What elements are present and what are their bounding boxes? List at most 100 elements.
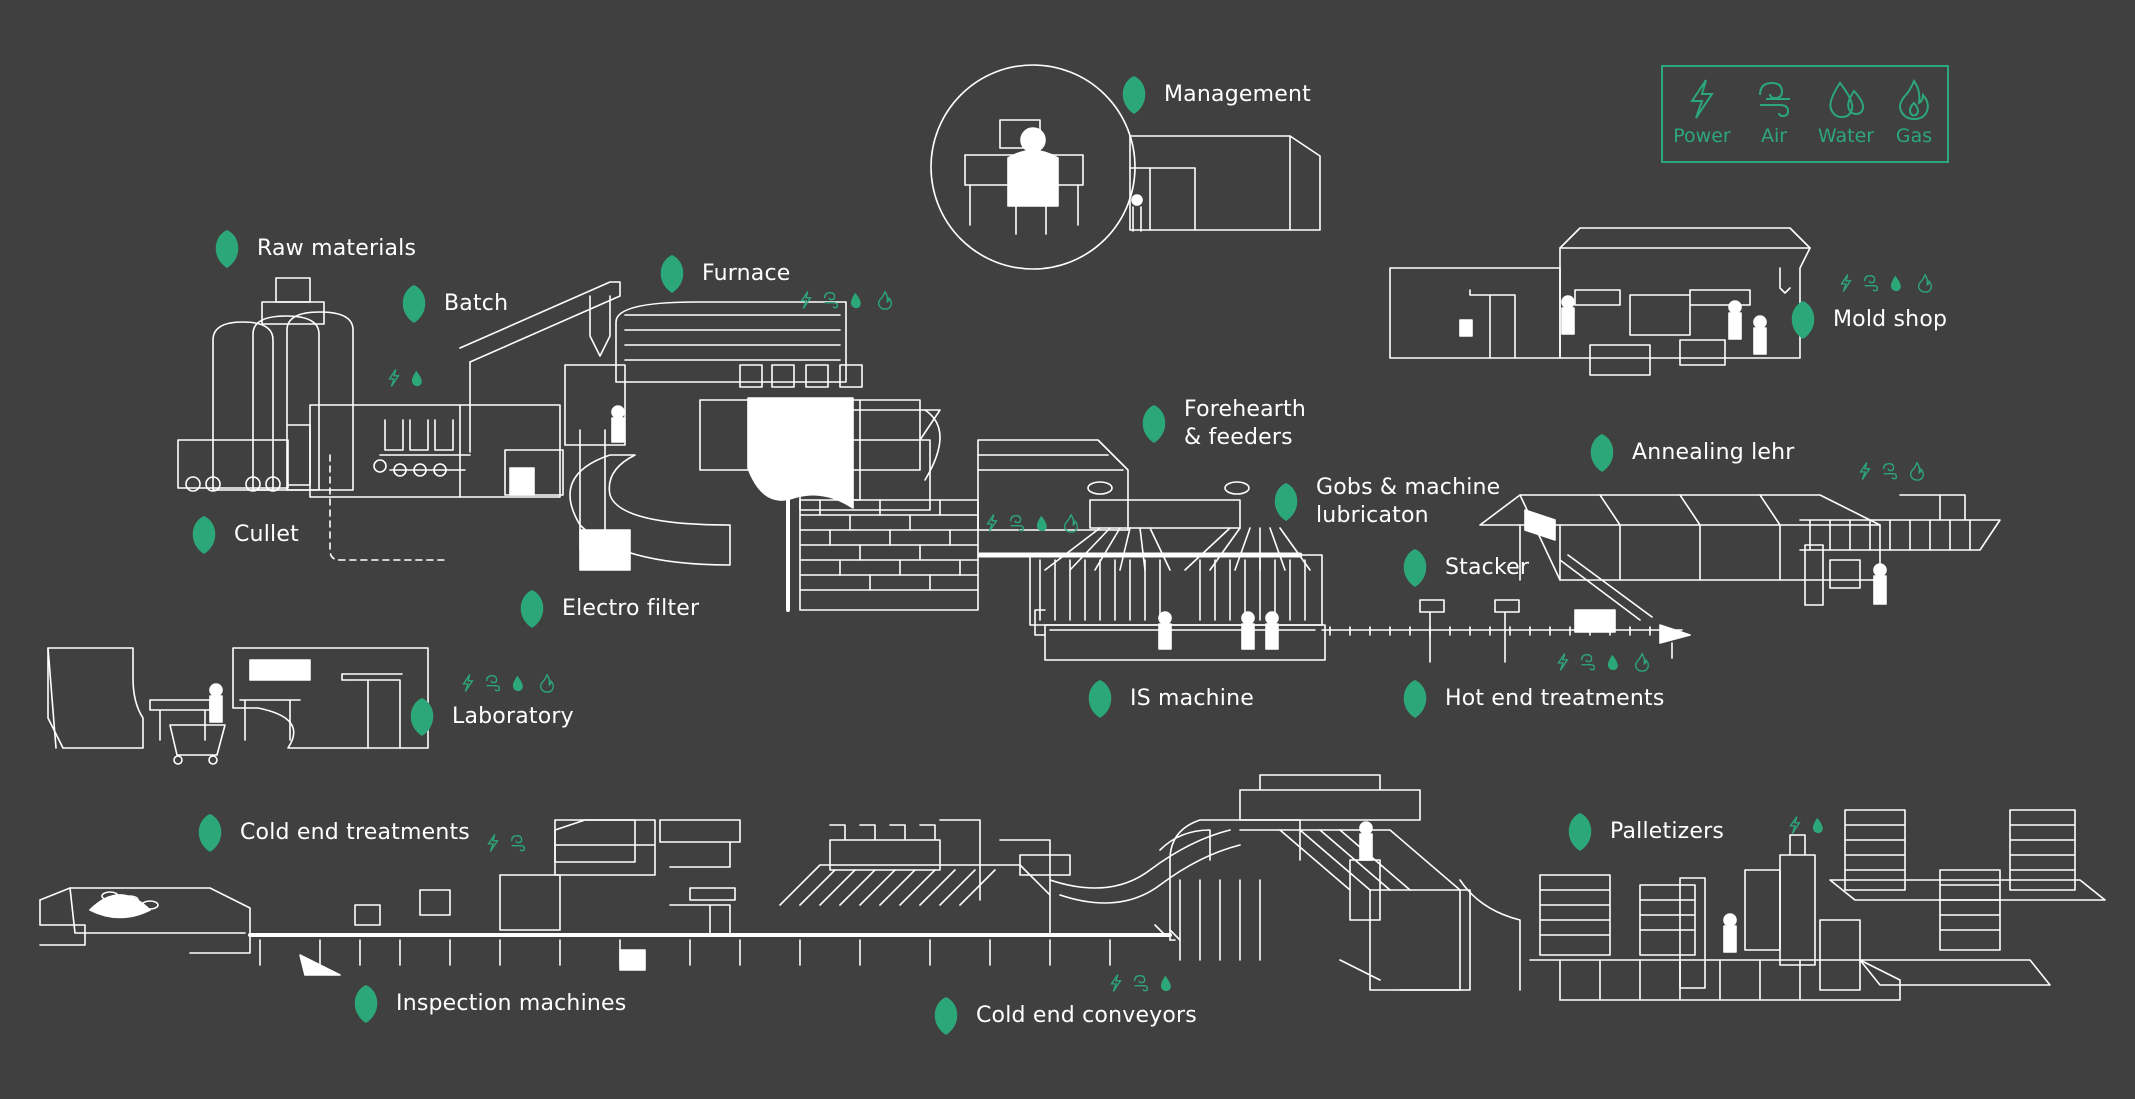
water-icon	[1036, 515, 1047, 532]
power-icon	[1789, 816, 1801, 834]
leaf-icon	[520, 590, 544, 628]
water-icon	[850, 292, 861, 309]
water-icon	[1829, 81, 1865, 119]
legend-water: Water	[1810, 77, 1882, 147]
legend-air-label: Air	[1760, 125, 1788, 147]
utility-icons-laboratory	[460, 672, 557, 694]
power-icon	[487, 834, 499, 852]
leaf-icon	[402, 285, 426, 323]
water-icon	[512, 675, 523, 692]
gas-icon	[539, 673, 554, 693]
management-office	[930, 64, 1321, 270]
leaf-icon	[192, 516, 216, 554]
utility-icons-annealing	[1857, 460, 1927, 482]
label-mold-shop: Mold shop	[1787, 299, 1947, 341]
power-icon	[1110, 974, 1122, 992]
utility-icons-palletizers	[1787, 814, 1830, 836]
utility-icons-hot-end	[1555, 651, 1652, 673]
label-furnace: Furnace	[656, 253, 791, 295]
water-icon	[1812, 817, 1823, 834]
water-icon	[411, 370, 422, 387]
air-icon	[1009, 515, 1025, 532]
palletizers	[1529, 809, 2106, 1001]
air-icon	[485, 675, 501, 692]
mold-shop	[1389, 227, 1811, 376]
leaf-icon	[354, 985, 378, 1023]
batch-conveyor	[459, 281, 621, 453]
label-management: Management	[1118, 74, 1311, 116]
utility-icons-cold-end-conveyors	[1108, 972, 1178, 994]
power-icon	[388, 369, 400, 387]
gas-icon	[1899, 78, 1929, 121]
label-is-machine: IS machine	[1084, 678, 1254, 720]
leaf-icon	[215, 230, 239, 268]
utilities-legend: Power Air Water Gas	[1661, 65, 1949, 163]
air-icon	[1759, 81, 1790, 118]
leaf-icon	[1403, 549, 1427, 587]
label-cold-end-conveyors: Cold end conveyors	[930, 995, 1197, 1037]
leaf-icon	[1274, 483, 1298, 521]
power-icon	[1859, 462, 1871, 480]
utility-icons-cold-end-treatments	[485, 832, 528, 854]
power-icon	[800, 291, 812, 309]
utility-icons-batch	[386, 367, 429, 389]
utility-icons-mold-shop	[1838, 272, 1935, 294]
power-icon	[1557, 653, 1569, 671]
forehearth-is-machine	[977, 481, 1691, 663]
label-gobs-lubrication: Gobs & machine lubricaton	[1270, 474, 1500, 530]
leaf-icon	[1590, 434, 1614, 472]
leaf-icon	[1403, 680, 1427, 718]
power-icon	[986, 514, 998, 532]
utility-icons-furnace	[798, 289, 895, 311]
leaf-icon	[1142, 405, 1166, 443]
utility-icons-forehearth	[984, 512, 1081, 534]
gas-icon	[1909, 461, 1924, 481]
legend-gas: Gas	[1878, 77, 1950, 147]
air-icon	[510, 835, 526, 852]
label-batch: Batch	[398, 283, 508, 325]
label-laboratory: Laboratory	[406, 696, 574, 738]
raw-materials-silos	[177, 277, 564, 561]
gas-icon	[877, 290, 892, 310]
label-forehearth-feeders: Forehearth & feeders	[1138, 396, 1306, 452]
gas-icon	[1634, 652, 1649, 672]
leaf-icon	[410, 698, 434, 736]
cold-end-line	[39, 774, 1521, 991]
water-icon	[1160, 975, 1171, 992]
power-icon	[462, 674, 474, 692]
water-icon	[1607, 654, 1618, 671]
leaf-icon	[1088, 680, 1112, 718]
leaf-icon	[198, 814, 222, 852]
legend-gas-label: Gas	[1895, 125, 1933, 147]
laboratory	[47, 647, 429, 765]
air-icon	[1863, 275, 1879, 292]
air-icon	[1882, 463, 1898, 480]
label-stacker: Stacker	[1399, 547, 1529, 589]
legend-water-label: Water	[1817, 125, 1875, 147]
water-icon	[1890, 275, 1901, 292]
legend-power-label: Power	[1673, 125, 1731, 147]
label-cullet: Cullet	[188, 514, 299, 556]
legend-power: Power	[1666, 77, 1738, 147]
label-inspection-machines: Inspection machines	[350, 983, 626, 1025]
leaf-icon	[934, 997, 958, 1035]
label-hot-end-treatments: Hot end treatments	[1399, 678, 1665, 720]
air-icon	[1580, 654, 1596, 671]
leaf-icon	[1568, 813, 1592, 851]
leaf-icon	[1791, 301, 1815, 339]
legend-air: Air	[1738, 77, 1810, 147]
leaf-icon	[1122, 76, 1146, 114]
label-annealing-lehr: Annealing lehr	[1586, 432, 1795, 474]
leaf-icon	[660, 255, 684, 293]
gas-icon	[1063, 513, 1078, 533]
power-icon	[1690, 79, 1714, 119]
label-palletizers: Palletizers	[1564, 811, 1724, 853]
power-icon	[1840, 274, 1852, 292]
label-electro-filter: Electro filter	[516, 588, 699, 630]
furnace	[564, 301, 1129, 612]
annealing-lehr	[1479, 494, 2001, 621]
air-icon	[1133, 975, 1149, 992]
air-icon	[823, 292, 839, 309]
gas-icon	[1917, 273, 1932, 293]
